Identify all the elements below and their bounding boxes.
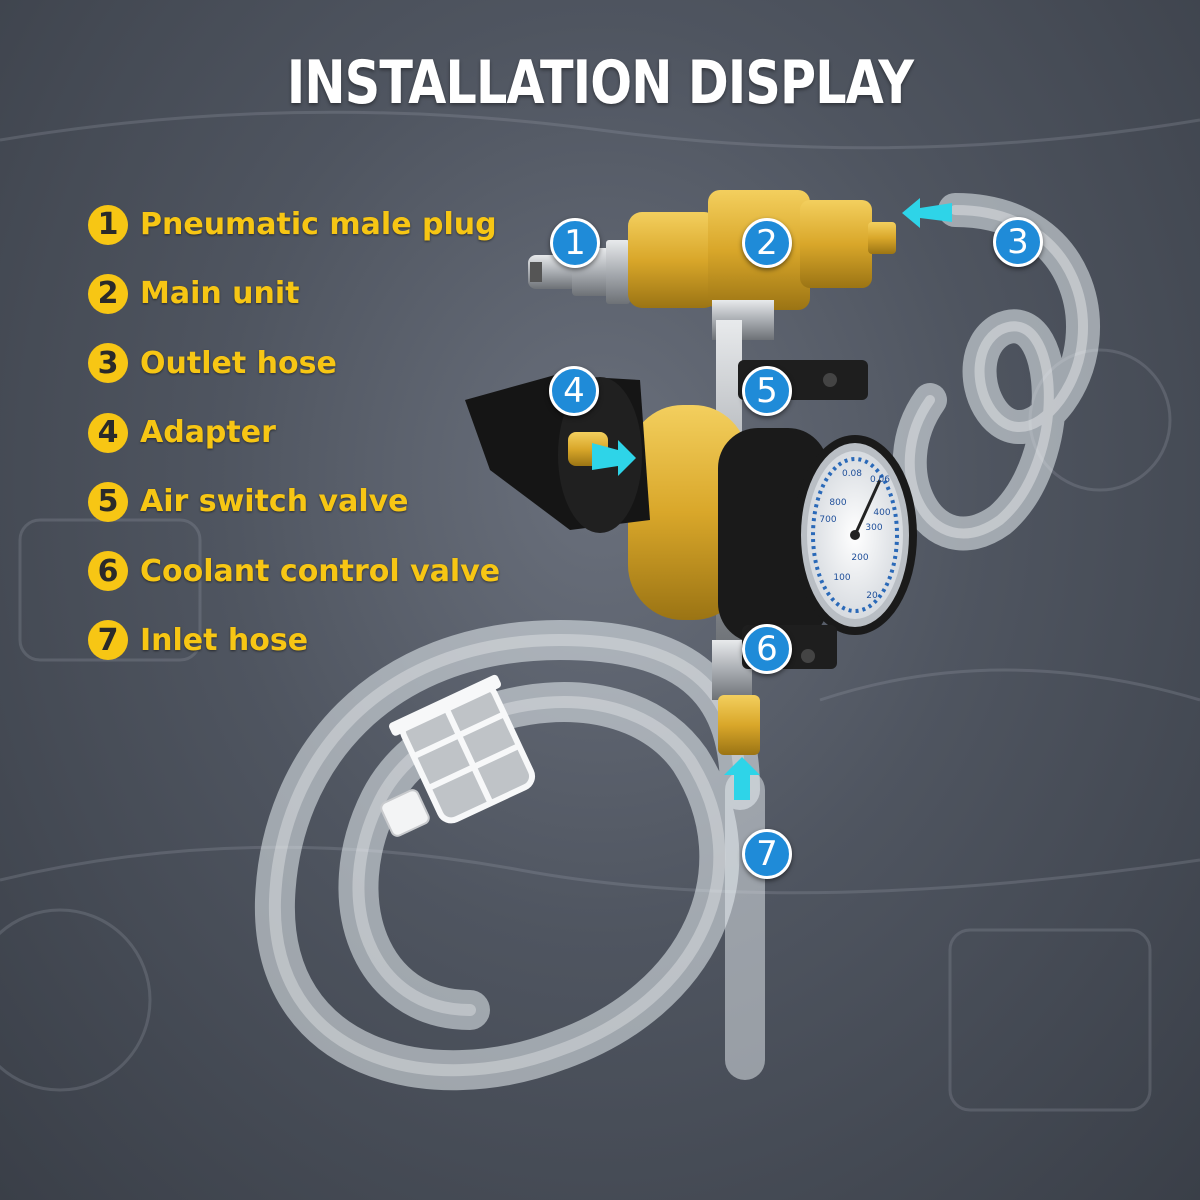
legend-number: 2	[88, 273, 128, 314]
legend-number: 7	[88, 620, 128, 661]
legend-item: 7 Inlet hose	[88, 606, 500, 675]
legend-item: 6 Coolant control valve	[88, 536, 500, 605]
page-title: INSTALLATION DISPLAY	[286, 48, 914, 118]
parts-legend: 1 Pneumatic male plug 2 Main unit 3 Outl…	[88, 190, 500, 675]
regulator-gauge	[628, 405, 917, 643]
flow-arrows	[592, 198, 952, 800]
legend-number: 6	[88, 551, 128, 592]
callout-badge-1: 1	[550, 218, 600, 268]
callout-badge-5: 5	[742, 366, 792, 416]
callout-badge-2: 2	[742, 218, 792, 268]
legend-label: Inlet hose	[140, 622, 309, 658]
arrow-inlet	[724, 757, 760, 800]
legend-item: 5 Air switch valve	[88, 467, 500, 536]
legend-label: Air switch valve	[140, 484, 409, 520]
legend-number: 1	[88, 204, 128, 245]
legend-item: 4 Adapter	[88, 398, 500, 467]
legend-label: Adapter	[140, 415, 276, 451]
arrow-adapter	[592, 440, 636, 476]
legend-label: Pneumatic male plug	[140, 207, 497, 243]
legend-label: Main unit	[140, 276, 300, 312]
engine-bay-background	[0, 110, 1200, 1112]
arrow-outlet	[902, 198, 952, 228]
strainer-filter	[380, 674, 536, 837]
legend-item: 3 Outlet hose	[88, 329, 500, 398]
inlet-hose	[254, 619, 765, 1091]
outlet-hose	[892, 193, 1100, 551]
callout-badge-6: 6	[742, 624, 792, 674]
legend-number: 4	[88, 412, 128, 453]
callout-badge-3: 3	[993, 217, 1043, 267]
legend-item: 1 Pneumatic male plug	[88, 190, 500, 259]
legend-label: Coolant control valve	[140, 553, 501, 589]
callout-badge-4: 4	[549, 366, 599, 416]
legend-number: 3	[88, 343, 128, 384]
pneumatic-male-plug	[528, 240, 630, 304]
legend-number: 5	[88, 481, 128, 522]
callout-badge-7: 7	[742, 829, 792, 879]
legend-item: 2 Main unit	[88, 259, 500, 328]
legend-label: Outlet hose	[140, 345, 337, 381]
